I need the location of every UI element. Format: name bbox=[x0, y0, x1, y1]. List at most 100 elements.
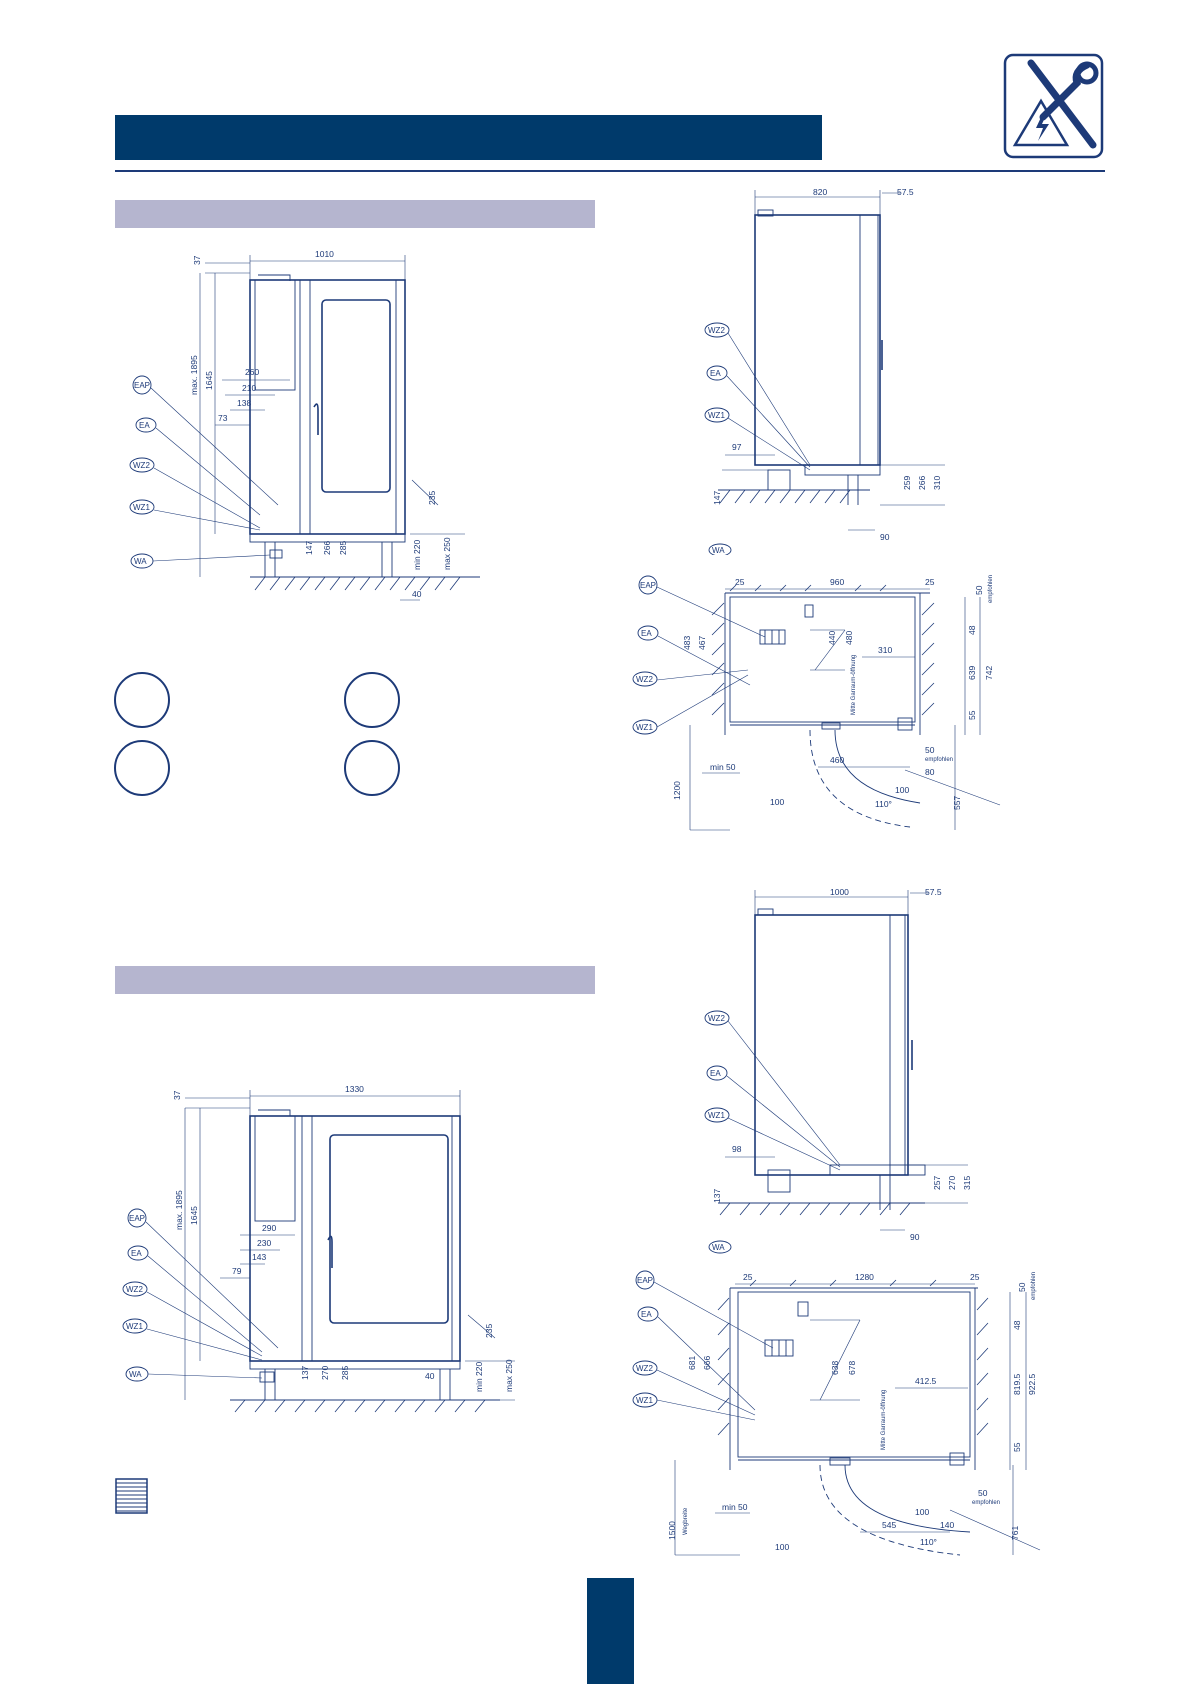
plan-view-top: 25 960 25 50 empfohlen 483 467 440 480 3… bbox=[632, 575, 1001, 831]
label-ea: EA bbox=[131, 1249, 142, 1258]
dim-top-gap: 37 bbox=[172, 1090, 182, 1100]
dim-50: 50 bbox=[1017, 1282, 1027, 1292]
label-wa: WA bbox=[134, 557, 147, 566]
label-ea: EA bbox=[710, 369, 721, 378]
hatched-wall-icon bbox=[115, 1478, 148, 1514]
dim-210: 210 bbox=[242, 383, 256, 393]
label-wz2: WZ2 bbox=[636, 1364, 653, 1373]
dim-259: 259 bbox=[902, 476, 912, 490]
label-ea: EA bbox=[641, 1310, 652, 1319]
dim-742: 742 bbox=[984, 666, 994, 680]
dim-80: 80 bbox=[925, 767, 935, 777]
dim-270: 270 bbox=[320, 1366, 330, 1380]
dim-266: 266 bbox=[917, 476, 927, 490]
dim-90: 90 bbox=[910, 1232, 920, 1242]
dim-4125: 412.5 bbox=[915, 1376, 937, 1386]
dim-55: 55 bbox=[1012, 1442, 1022, 1452]
dim-97: 97 bbox=[732, 442, 742, 452]
dim-575: 57.5 bbox=[925, 887, 942, 897]
label-empf: empfohlen bbox=[988, 575, 994, 603]
dim-79: 79 bbox=[232, 1266, 242, 1276]
dim-639: 639 bbox=[967, 666, 977, 680]
dim-max-height: max. 1895 bbox=[174, 1190, 184, 1230]
dim-140: 140 bbox=[940, 1520, 954, 1530]
dim-545: 545 bbox=[882, 1520, 896, 1530]
dim-max250: max 250 bbox=[504, 1359, 514, 1392]
dim-max250: max 250 bbox=[442, 537, 452, 570]
label-wz1: WZ1 bbox=[126, 1322, 143, 1331]
dim-50: 50 bbox=[974, 585, 984, 595]
plan-view-bottom: 25 1280 25 50 empfohlen 681 666 638 678 … bbox=[632, 1270, 1041, 1556]
label-wz1: WZ1 bbox=[636, 1396, 653, 1405]
dim-557: 557 bbox=[952, 796, 962, 810]
dim-137: 137 bbox=[300, 1366, 310, 1380]
dim-230: 230 bbox=[257, 1238, 271, 1248]
label-wegbreite: Wegbreite bbox=[683, 1507, 689, 1535]
front-view-top: 1010 37 max. 1895 1645 260 210 138 73 23… bbox=[129, 249, 480, 601]
label-ea: EA bbox=[641, 629, 652, 638]
label-ea: EA bbox=[139, 421, 150, 430]
dim-angle: 110° bbox=[875, 799, 892, 809]
header-rule bbox=[115, 170, 1105, 172]
dim-min220: min 220 bbox=[474, 1361, 484, 1392]
label-wz1: WZ1 bbox=[636, 723, 653, 732]
dim-666: 666 bbox=[702, 1356, 712, 1370]
dim-100b: 100 bbox=[895, 785, 909, 795]
label-wz1: WZ1 bbox=[708, 1111, 725, 1120]
dim-467: 467 bbox=[697, 636, 707, 650]
dim-98: 98 bbox=[732, 1144, 742, 1154]
label-wa: WA bbox=[129, 1370, 142, 1379]
label-wa: WA bbox=[712, 546, 725, 555]
dim-100b: 100 bbox=[775, 1542, 789, 1552]
dim-angle: 110° bbox=[920, 1537, 937, 1547]
dim-min50: min 50 bbox=[722, 1502, 748, 1512]
dim-310: 310 bbox=[932, 476, 942, 490]
dim-260: 260 bbox=[245, 367, 259, 377]
dim-height: 1645 bbox=[189, 1206, 199, 1225]
front-view-bottom: 1330 37 max. 1895 1645 290 230 143 79 23… bbox=[122, 1084, 515, 1413]
dim-9225: 922.5 bbox=[1027, 1373, 1037, 1395]
legend-circle-2 bbox=[344, 672, 400, 728]
dim-left: 25 bbox=[743, 1272, 753, 1282]
dim-1500: 1500 bbox=[667, 1521, 677, 1540]
label-mitte: Mitte Garraum-öffnung bbox=[881, 1390, 887, 1450]
dim-235: 235 bbox=[427, 491, 437, 505]
dim-235: 235 bbox=[484, 1324, 494, 1338]
label-wz1: WZ1 bbox=[708, 411, 725, 420]
dim-440: 440 bbox=[827, 631, 837, 645]
dim-max-height: max. 1895 bbox=[189, 355, 199, 395]
dim-50b: 50 bbox=[925, 745, 935, 755]
dim-8195: 819.5 bbox=[1012, 1373, 1022, 1395]
dim-1000: 1000 bbox=[830, 887, 849, 897]
dim-right: 25 bbox=[970, 1272, 980, 1282]
title-bar bbox=[115, 115, 822, 160]
dim-285: 285 bbox=[338, 541, 348, 555]
dim-1280: 1280 bbox=[855, 1272, 874, 1282]
dim-73: 73 bbox=[218, 413, 228, 423]
label-wz2: WZ2 bbox=[126, 1285, 143, 1294]
dim-147: 147 bbox=[712, 491, 722, 505]
label-eap: EAP bbox=[134, 381, 150, 390]
dim-100: 100 bbox=[915, 1507, 929, 1517]
dim-310: 310 bbox=[878, 645, 892, 655]
side-view-bottom: 1000 57.5 98 137 257 270 315 90 WZ2 EA W… bbox=[704, 887, 970, 1254]
label-wz2: WZ2 bbox=[133, 461, 150, 470]
section-bar-top bbox=[115, 200, 595, 228]
dim-143: 143 bbox=[252, 1252, 266, 1262]
dim-100a: 100 bbox=[770, 797, 784, 807]
dim-147: 147 bbox=[304, 541, 314, 555]
dim-48: 48 bbox=[967, 625, 977, 635]
dim-left: 25 bbox=[735, 577, 745, 587]
dim-min50: min 50 bbox=[710, 762, 736, 772]
label-wa: WA bbox=[712, 1243, 725, 1252]
label-mitte: Mitte Garraum-öffnung bbox=[851, 655, 857, 715]
dim-960: 960 bbox=[830, 577, 844, 587]
label-eap: EAP bbox=[637, 1276, 653, 1285]
label-wz2: WZ2 bbox=[636, 675, 653, 684]
dim-height: 1645 bbox=[204, 371, 214, 390]
dim-480: 480 bbox=[844, 631, 854, 645]
dim-90: 90 bbox=[880, 532, 890, 542]
dim-285: 285 bbox=[340, 1366, 350, 1380]
label-ea: EA bbox=[710, 1069, 721, 1078]
dim-290: 290 bbox=[262, 1223, 276, 1233]
